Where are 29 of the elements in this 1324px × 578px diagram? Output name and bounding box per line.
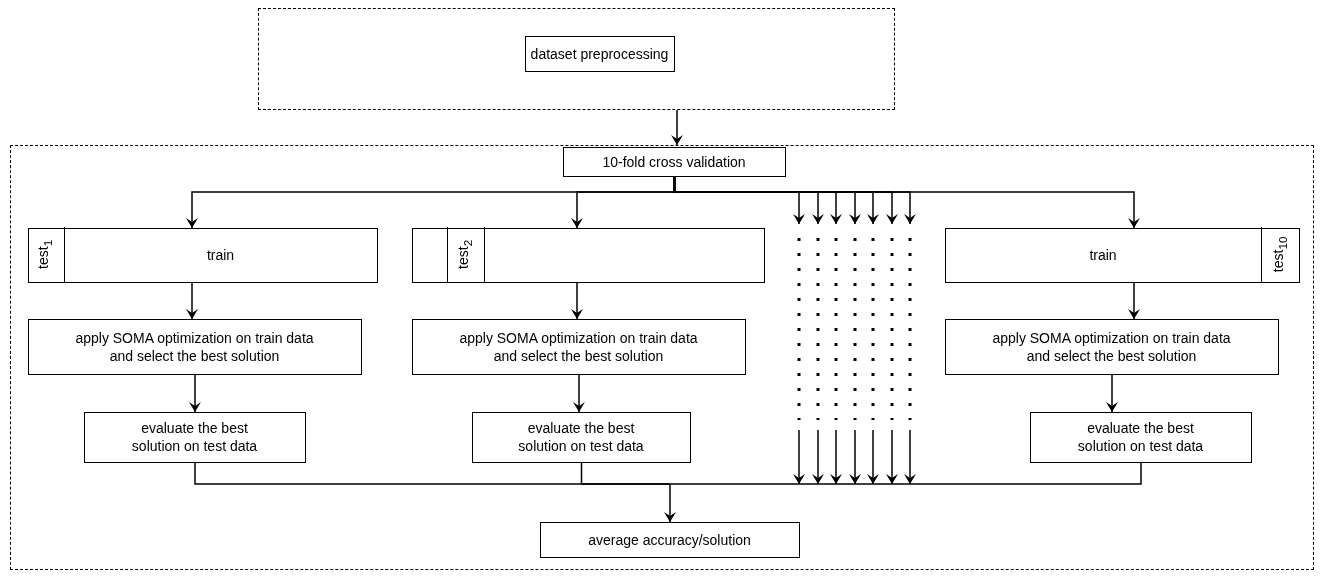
arrow [573,374,585,413]
arrow [849,429,861,485]
process-box: evaluate the best solution on test data [471,411,691,463]
data-split-bar [411,227,765,283]
arrow [189,374,201,413]
process-box: evaluate the best solution on test data [83,411,306,463]
train-fold-cell: train [944,227,1262,282]
train-fold-cell: train [64,227,377,282]
dashed-group-box [10,145,1314,570]
dashed-group-box [258,8,895,110]
arrow [1128,282,1140,320]
process-box: evaluate the best solution on test data [1029,411,1252,463]
process-box: apply SOMA optimization on train data and select the best solution [27,318,362,375]
process-box: average accuracy/solution [539,521,800,558]
arrow [830,429,842,485]
arrow [571,282,583,320]
arrow [886,429,898,485]
process-box: 10-fold cross validation [562,146,786,177]
process-box: dataset preprocessing [524,35,675,72]
arrow [867,429,879,485]
arrow [186,282,198,320]
arrow [664,483,676,523]
arrow [812,429,824,485]
arrow [793,429,805,485]
arrow [1106,374,1118,413]
process-box: apply SOMA optimization on train data and select the best solution [944,318,1279,375]
process-box: apply SOMA optimization on train data and select the best solution [411,318,746,375]
arrow [904,429,916,485]
arrow [671,109,683,146]
